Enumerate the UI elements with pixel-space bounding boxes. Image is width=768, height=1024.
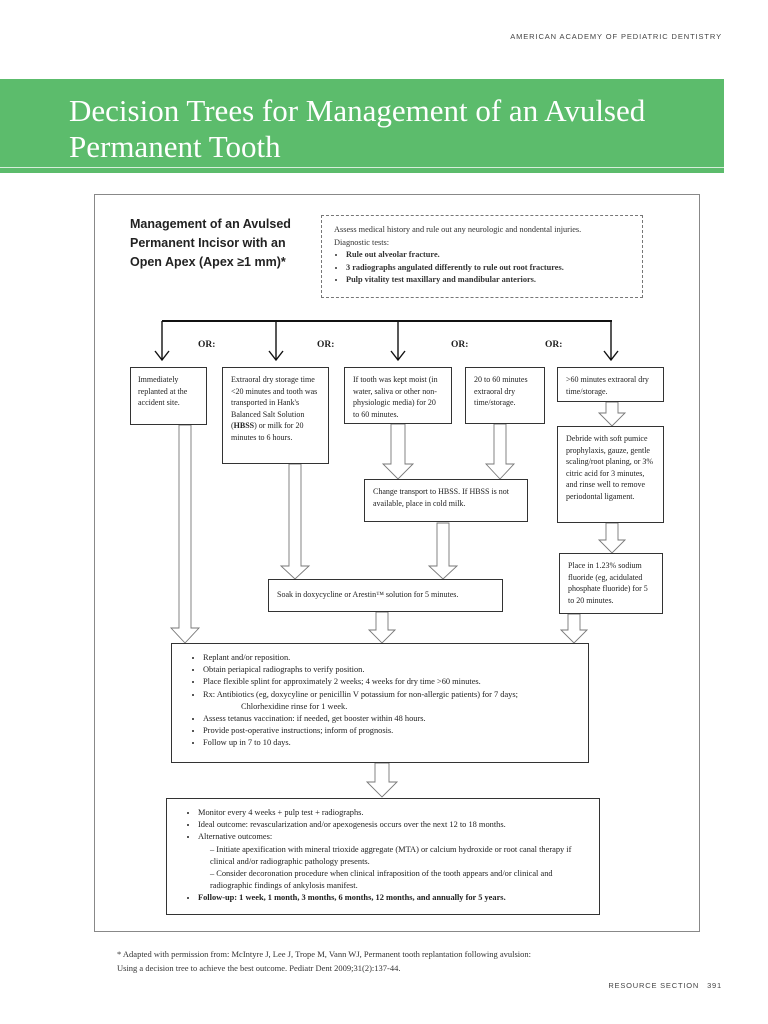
assessment-box: Assess medical history and rule out any … <box>321 215 643 298</box>
debride-box: Debride with soft pumice prophylaxis, ga… <box>557 426 664 523</box>
hollow-arrow-fluoride-to-treatment <box>559 613 589 644</box>
scenario-moist-box: If tooth was kept moist (in water, saliv… <box>344 367 452 424</box>
fluoride-box: Place in 1.23% sodium fluoride (eg, acid… <box>559 553 663 614</box>
page-footer: RESOURCE SECTION 391 <box>608 981 722 990</box>
flowchart-title: Management of an Avulsed Permanent Incis… <box>130 217 291 269</box>
scenario-dry-hbss-text: Extraoral dry storage time <20 minutes a… <box>231 375 318 430</box>
or-label: OR: <box>317 340 335 350</box>
treatment-box: Replant and/or reposition. Obtain periap… <box>171 643 589 763</box>
scenario-over-60-box: >60 minutes extraoral dry time/storage. <box>557 367 664 402</box>
arrow-head <box>268 350 284 362</box>
followup-item: Monitor every 4 weeks + pulp test + radi… <box>198 807 589 819</box>
hollow-arrow-dry-to-soak <box>279 463 311 580</box>
title-band: Decision Trees for Management of an Avul… <box>0 79 724 173</box>
followup-list: Monitor every 4 weeks + pulp test + radi… <box>183 807 589 905</box>
alternative-outcome-text: Consider decoronation procedure when cli… <box>210 869 553 891</box>
hollow-arrow-transport-to-soak <box>427 522 459 580</box>
diagnostic-tests-label: Diagnostic tests: <box>334 237 390 247</box>
footnote-line-1: * Adapted with permission from: McIntyre… <box>117 949 532 959</box>
hbss-bold: HBSS <box>233 421 255 430</box>
treatment-item: Provide post-operative instructions; inf… <box>203 725 578 737</box>
followup-box: Monitor every 4 weeks + pulp test + radi… <box>166 798 600 915</box>
alternative-outcomes-label: Alternative outcomes: <box>198 832 273 842</box>
or-label: OR: <box>198 340 216 350</box>
diagnostic-test-item: 3 radiographs angulated differently to r… <box>346 262 630 275</box>
footnote: * Adapted with permission from: McIntyre… <box>117 947 657 975</box>
hollow-arrows <box>169 401 627 798</box>
or-label: OR: <box>545 340 563 350</box>
title-rule <box>0 167 724 168</box>
alternative-outcomes-list: – Initiate apexification with mineral tr… <box>198 844 589 893</box>
hollow-arrow-dry20-to-transport <box>484 423 516 480</box>
alternative-outcome-item: – Initiate apexification with mineral tr… <box>210 844 572 866</box>
treatment-item: Assess tetanus vaccination: if needed, g… <box>203 713 578 725</box>
page-title: Decision Trees for Management of an Avul… <box>69 93 645 165</box>
page-title-line-1: Decision Trees for Management of an Avul… <box>69 93 646 128</box>
scenario-dry-20-60-box: 20 to 60 minutes extraoral dry time/stor… <box>465 367 545 424</box>
scenario-dry-hbss-text-end: ) or milk for 20 minutes to 6 hours. <box>231 421 304 442</box>
hollow-arrow-immediate-to-treatment <box>169 424 201 644</box>
followup-schedule-item: Follow-up: 1 week, 1 month, 3 months, 6 … <box>198 892 589 904</box>
branch-bar <box>162 320 612 322</box>
treatment-item: Follow up in 7 to 10 days. <box>203 737 578 749</box>
hollow-arrow-soak-to-treatment <box>367 611 397 644</box>
scenario-immediate-box: Immediately replanted at the accident si… <box>130 367 207 425</box>
hollow-arrow-moist-to-transport <box>381 423 415 480</box>
treatment-item: Obtain periapical radiographs to verify … <box>203 664 578 676</box>
arrow-head <box>390 350 406 362</box>
assessment-intro: Assess medical history and rule out any … <box>334 225 582 234</box>
hollow-arrow-over60-to-debride <box>597 401 627 427</box>
treatment-item: Rx: Antibiotics (eg, doxycyline or penic… <box>203 689 578 701</box>
arrow-head <box>154 350 170 362</box>
followup-item: Alternative outcomes: – Initiate apexifi… <box>198 831 589 892</box>
hollow-arrow-treatment-to-followup <box>365 762 399 798</box>
treatment-list: Replant and/or reposition. Obtain periap… <box>188 652 578 750</box>
footnote-line-2: Using a decision tree to achieve the bes… <box>117 963 401 973</box>
alternative-outcome-item: – Consider decoronation procedure when c… <box>210 869 553 891</box>
header-organization: AMERICAN ACADEMY OF PEDIATRIC DENTISTRY <box>510 32 722 41</box>
diagnostic-test-item: Rule out alveolar fracture. <box>346 249 630 262</box>
treatment-item: Place flexible splint for approximately … <box>203 676 578 688</box>
diagnostic-tests-list: Rule out alveolar fracture. 3 radiograph… <box>334 249 630 287</box>
treatment-item: Replant and/or reposition. <box>203 652 578 664</box>
or-label: OR: <box>451 340 469 350</box>
page-number: 391 <box>707 981 722 990</box>
flowchart-frame <box>94 194 700 932</box>
diagnostic-test-item: Pulp vitality test maxillary and mandibu… <box>346 274 630 287</box>
page-title-line-2: Permanent Tooth <box>69 129 281 164</box>
footer-section: RESOURCE SECTION <box>608 981 700 990</box>
arrow-head <box>603 350 619 362</box>
change-transport-box: Change transport to HBSS. If HBSS is not… <box>364 479 528 522</box>
alternative-outcome-text: Initiate apexification with mineral trio… <box>210 844 572 866</box>
soak-box: Soak in doxycycline or Arestin™ solution… <box>268 579 503 612</box>
treatment-item: Chlorhexidine rinse for 1 week. <box>241 701 348 711</box>
followup-item: Ideal outcome: revascularization and/or … <box>198 819 589 831</box>
scenario-arrows <box>154 321 619 362</box>
scenario-dry-hbss-box: Extraoral dry storage time <20 minutes a… <box>222 367 329 464</box>
hollow-arrow-debride-to-fluoride <box>597 522 627 554</box>
